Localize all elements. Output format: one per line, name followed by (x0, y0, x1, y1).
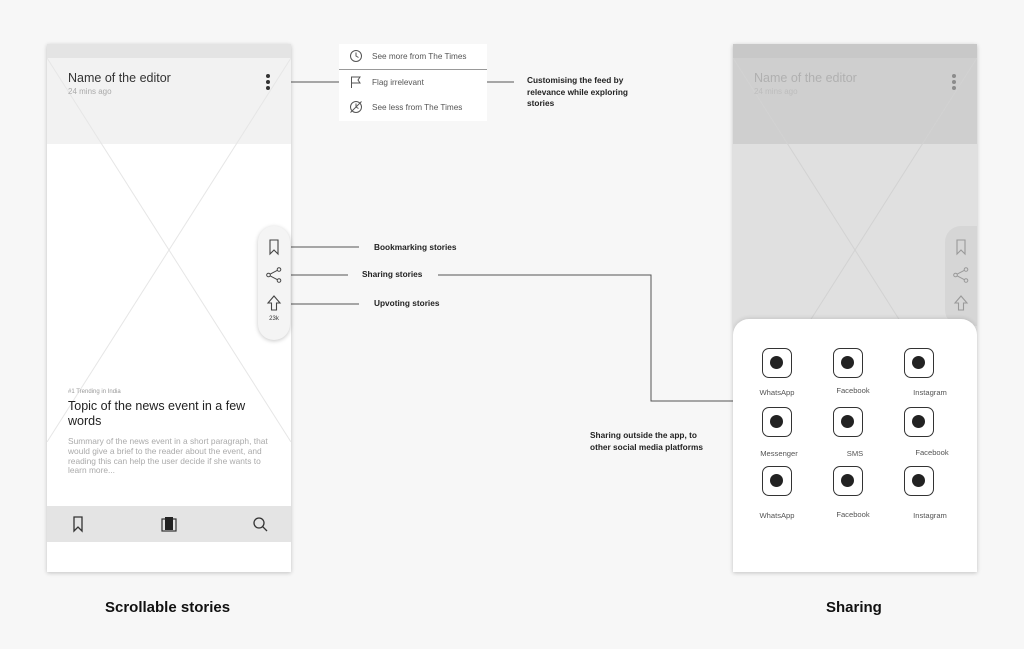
menu-item-flag-irrelevant[interactable]: Flag irrelevant (339, 70, 487, 95)
share-label: Facebook (915, 448, 949, 457)
app-icon (912, 356, 925, 369)
search-icon[interactable] (251, 515, 269, 533)
no-clock-icon (350, 101, 362, 113)
menu-item-label: See less from The Times (372, 103, 463, 112)
trending-tag: #1 Trending in India (68, 389, 121, 395)
story-actions-pill (945, 226, 977, 326)
app-icon (912, 474, 925, 487)
bottom-tab-bar (47, 506, 291, 542)
share-facebook-button[interactable] (833, 466, 863, 496)
menu-item-label: See more from The Times (372, 52, 467, 61)
annotation-sharing-outside: Sharing outside the app, to other social… (590, 430, 703, 452)
share-label: Facebook (836, 386, 870, 395)
stories-icon[interactable] (160, 515, 178, 533)
share-label: Instagram (913, 388, 947, 397)
annotation-upvoting: Upvoting stories (374, 298, 440, 308)
app-icon (770, 356, 783, 369)
clock-icon (350, 50, 362, 62)
share-label: Facebook (836, 510, 870, 519)
phone-sharing: Name of the editor 24 mins ago WhatsApp … (733, 44, 977, 572)
share-label: Instagram (913, 511, 947, 520)
annotation-sharing: Sharing stories (362, 269, 423, 279)
share-label: WhatsApp (759, 511, 795, 520)
story-summary: Summary of the news event in a short par… (68, 436, 268, 476)
editor-name: Name of the editor (68, 71, 171, 85)
upvote-arrow-icon[interactable] (952, 294, 970, 312)
editor-name: Name of the editor (754, 71, 857, 85)
share-icon[interactable] (265, 266, 283, 284)
phone-scrollable-stories: Name of the editor 24 mins ago #1 Trendi… (47, 44, 291, 572)
app-icon (841, 415, 854, 428)
annotation-bookmarking: Bookmarking stories (374, 242, 457, 252)
menu-item-see-more[interactable]: See more from The Times (339, 44, 487, 69)
annotation-customising-feed: Customising the feed by relevance while … (527, 75, 628, 108)
story-timestamp: 24 mins ago (754, 87, 798, 96)
app-icon (770, 474, 783, 487)
share-instagram-button[interactable] (904, 348, 934, 378)
share-whatsapp-button[interactable] (762, 348, 792, 378)
share-sms-button[interactable] (833, 407, 863, 437)
caption-scrollable-stories: Scrollable stories (105, 599, 231, 616)
story-options-menu: See more from The Times Flag irrelevant … (339, 44, 487, 121)
app-icon (841, 356, 854, 369)
share-messenger-button[interactable] (762, 407, 792, 437)
flag-icon (351, 76, 361, 88)
share-whatsapp-button[interactable] (762, 466, 792, 496)
upvote-count: 23k (269, 316, 279, 322)
status-bar (47, 44, 291, 58)
share-label: Messenger (760, 449, 798, 458)
share-sheet: WhatsApp Facebook Instagram Messenger SM… (733, 319, 977, 572)
story-timestamp: 24 mins ago (68, 87, 112, 96)
caption-sharing: Sharing (826, 599, 882, 616)
share-label: SMS (846, 449, 864, 458)
bookmark-icon[interactable] (69, 515, 87, 533)
menu-item-label: Flag irrelevant (372, 78, 424, 87)
more-options-icon[interactable] (952, 74, 956, 90)
story-card-header (733, 58, 977, 144)
share-instagram-button[interactable] (904, 466, 934, 496)
menu-item-see-less[interactable]: See less from The Times (339, 95, 487, 120)
menu-divider (339, 69, 487, 70)
bookmark-icon[interactable] (952, 238, 970, 256)
status-bar (733, 44, 977, 58)
share-icon[interactable] (952, 266, 970, 284)
story-card-header (47, 58, 291, 144)
app-icon (912, 415, 925, 428)
bookmark-icon[interactable] (265, 238, 283, 256)
more-options-icon[interactable] (266, 74, 270, 90)
story-actions-pill: 23k (258, 226, 290, 340)
image-placeholder (47, 58, 291, 442)
share-facebook-button[interactable] (833, 348, 863, 378)
app-icon (841, 474, 854, 487)
share-label: WhatsApp (759, 388, 795, 397)
story-headline[interactable]: Topic of the news event in a few words (68, 399, 246, 428)
connector-share-sheet (438, 274, 742, 402)
app-icon (770, 415, 783, 428)
upvote-arrow-icon[interactable] (265, 294, 283, 312)
share-facebook-button[interactable] (904, 407, 934, 437)
